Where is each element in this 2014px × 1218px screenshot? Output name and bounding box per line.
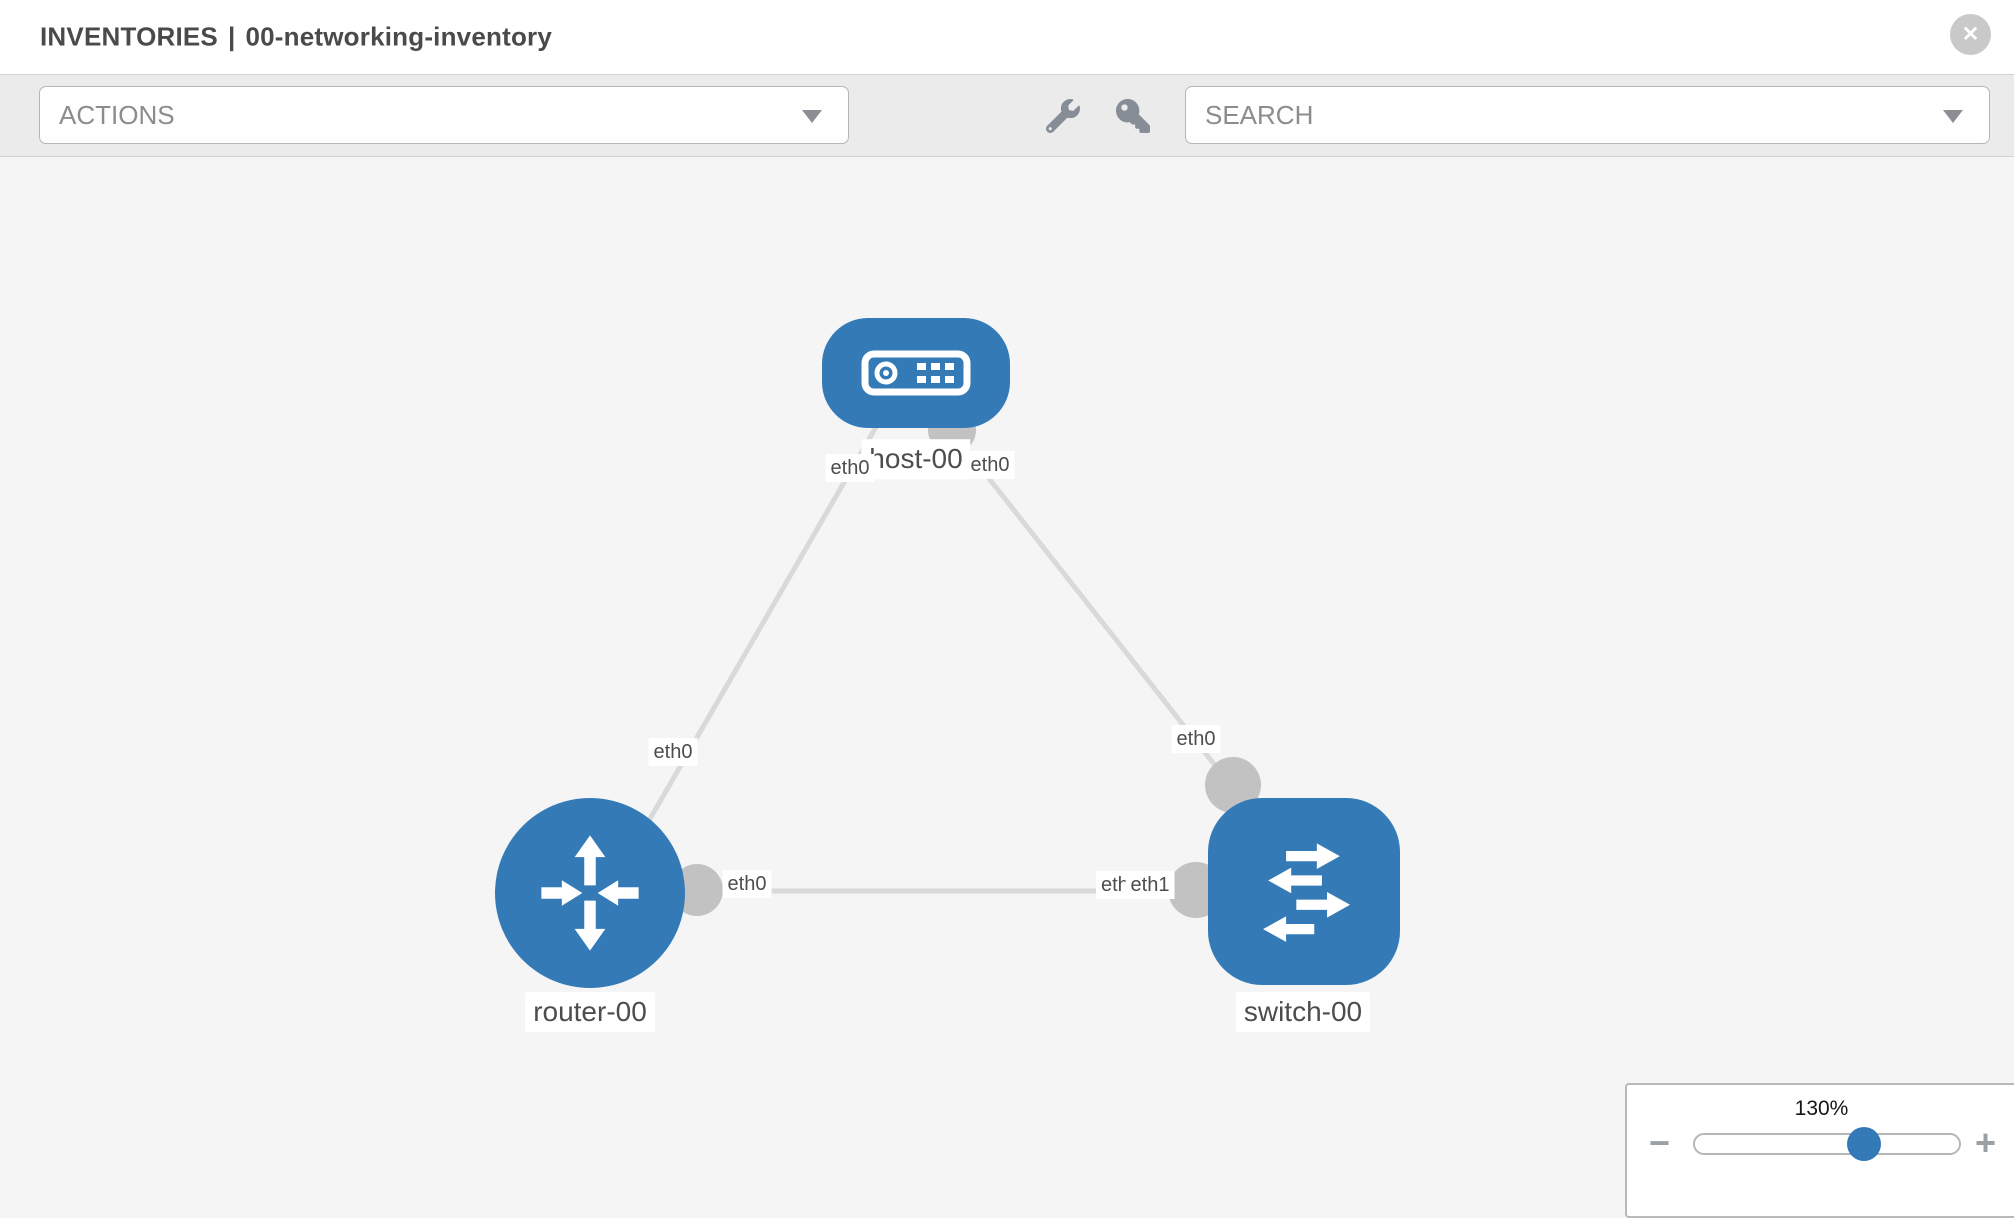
node-switch-00[interactable] [1208,798,1400,985]
page-title-secondary: 00-networking-inventory [245,21,553,52]
zoom-level-value: 130% [1794,1097,1849,1120]
node-host-00[interactable] [822,318,1010,428]
zoom-slider-thumb[interactable] [1847,1127,1881,1161]
eth-label-switch-left: eth1 [1125,871,1175,899]
toolbar: ACTIONS SEARCH [0,74,2014,157]
close-icon: ✕ [1961,23,1980,46]
actions-dropdown[interactable]: ACTIONS [39,86,849,144]
switch-icon [1263,842,1351,942]
zoom-out-button[interactable]: − [1649,1122,1671,1163]
wrench-button[interactable] [1038,91,1088,141]
router-icon [541,835,639,951]
links-layer [595,406,1261,918]
actions-dropdown-label: ACTIONS [59,99,175,130]
chevron-down-icon [802,110,822,123]
zoom-panel: 130% − + [1625,1083,2014,1218]
chevron-down-icon [1943,110,1963,123]
eth-label-router-right: eth0 [722,870,772,898]
node-label-switch: switch-00 [1235,992,1371,1032]
wrench-icon [1046,99,1080,133]
search-dropdown[interactable]: SEARCH [1185,86,1990,144]
topology-canvas[interactable]: host-00 router-00 switch-00 eth0 eth0 et… [0,157,2014,1200]
page-title-primary: INVENTORIES [40,21,218,52]
zoom-in-button[interactable]: + [1975,1122,1997,1163]
eth-label-router-top: eth0 [648,738,698,766]
key-button[interactable] [1108,91,1158,141]
node-label-host: host-00 [861,439,971,479]
header: INVENTORIES | 00-networking-inventory ✕ [0,0,2014,74]
eth-label-host-left: eth0 [825,454,875,482]
node-router-00[interactable] [495,798,685,988]
close-button[interactable]: ✕ [1950,14,1991,55]
page-title: INVENTORIES | 00-networking-inventory [40,22,552,53]
key-icon [1116,99,1150,133]
search-dropdown-label: SEARCH [1205,99,1314,130]
eth-label-host-right: eth0 [965,451,1015,479]
zoom-slider-track[interactable] [1693,1133,1961,1155]
page-title-separator: | [227,21,236,52]
eth-label-switch-top: eth0 [1171,725,1221,753]
node-label-router: router-00 [525,992,655,1032]
host-icon [861,350,971,396]
